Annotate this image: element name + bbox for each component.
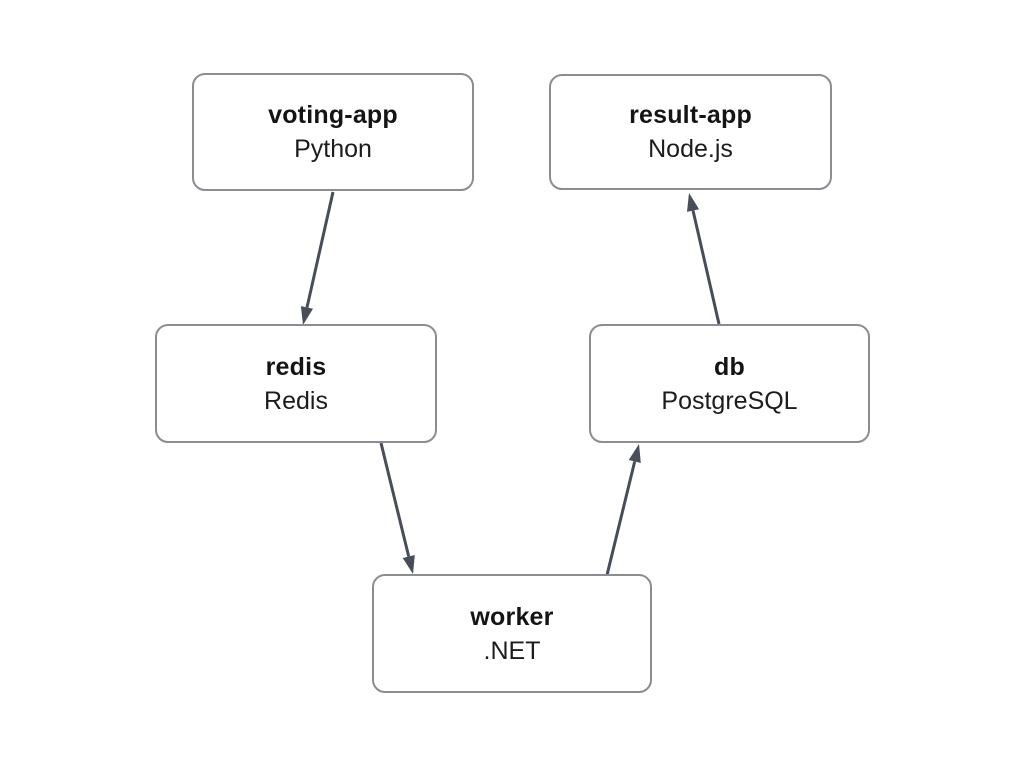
node-result-app-label: result-app	[629, 101, 752, 129]
node-worker-sublabel: .NET	[483, 636, 541, 665]
node-db: db PostgreSQL	[589, 324, 870, 443]
edge-line	[379, 442, 411, 557]
edge-line	[305, 191, 335, 308]
edge-redis-to-worker	[379, 442, 415, 574]
edge-worker-to-db	[605, 444, 641, 576]
node-db-sublabel: PostgreSQL	[661, 386, 798, 415]
edge-voting-app-to-redis	[300, 191, 335, 325]
node-redis-sublabel: Redis	[264, 386, 328, 415]
arrowhead-icon	[402, 555, 415, 574]
node-voting-app-label: voting-app	[268, 101, 398, 129]
node-voting-app-sublabel: Python	[294, 135, 372, 163]
edge-line	[605, 461, 637, 576]
edge-db-to-result-app	[687, 193, 721, 325]
node-worker: worker .NET	[372, 574, 652, 693]
node-db-label: db	[714, 352, 745, 381]
node-worker-label: worker	[470, 602, 554, 631]
node-result-app: result-app Node.js	[549, 74, 832, 190]
node-redis-label: redis	[265, 352, 327, 381]
arrowhead-icon	[300, 306, 313, 325]
node-redis: redis Redis	[155, 324, 437, 443]
node-result-app-sublabel: Node.js	[648, 135, 733, 163]
node-voting-app: voting-app Python	[192, 73, 474, 191]
arrowhead-icon	[628, 444, 641, 463]
arrowhead-icon	[687, 193, 700, 212]
edge-line	[691, 210, 721, 325]
